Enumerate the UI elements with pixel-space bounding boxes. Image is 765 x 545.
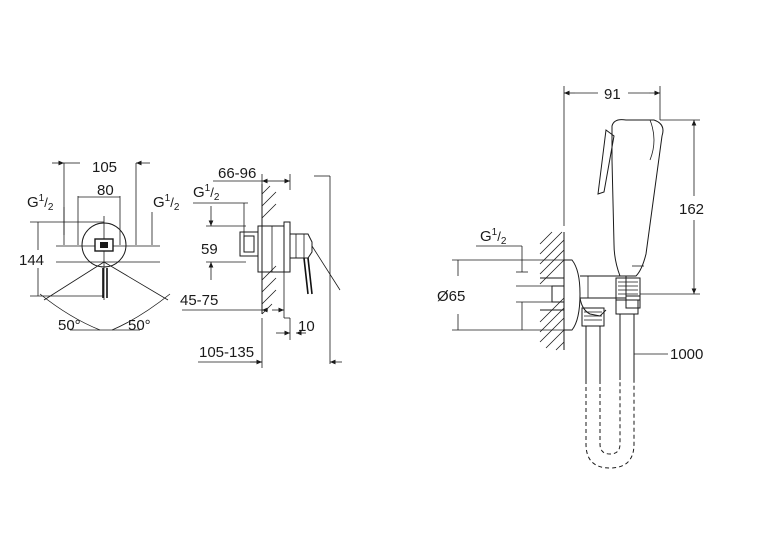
dim-angle-left: 50°: [58, 317, 81, 334]
dim-mixer-height: 144: [19, 252, 44, 269]
dim-elbow-diameter: Ø65: [437, 288, 465, 305]
dim-hose-length: 1000: [670, 346, 703, 363]
front-view: 105 80 G1/2 G1/2 144 50°: [18, 159, 180, 334]
dim-mixer-inner: 80: [97, 182, 114, 199]
dim-total-depth: 105-135: [199, 344, 254, 361]
dim-mixer-width: 105: [92, 159, 117, 176]
dim-wall-gap: 10: [298, 318, 315, 335]
wall-hatch-side: [261, 185, 277, 315]
side-view: 66-96 G1/2 59: [180, 165, 342, 368]
dim-depth-2: 45-75: [180, 292, 218, 309]
dim-spray-width: 91: [604, 86, 621, 103]
hand-spray-view: 91 162: [437, 86, 704, 469]
dim-depth-range: 66-96: [218, 165, 256, 182]
dim-angle-right: 50°: [128, 317, 151, 334]
thread-label-side: G1/2: [193, 183, 220, 203]
thread-label-right: G1/2: [153, 193, 180, 213]
dim-center-height: 59: [201, 241, 218, 258]
thread-label-spout: G1/2: [480, 227, 507, 247]
thread-label-left: G1/2: [27, 193, 54, 213]
dim-spray-height: 162: [679, 201, 704, 218]
